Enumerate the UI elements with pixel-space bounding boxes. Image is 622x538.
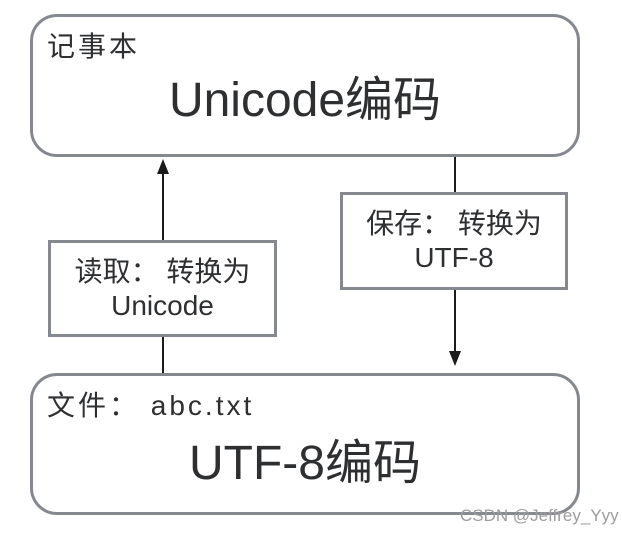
read-edge-label-line1: 读取： 转换为 <box>74 255 251 287</box>
notepad-node-title: Unicode编码 <box>168 74 442 127</box>
read-edge-label-line2: Unicode <box>111 289 214 321</box>
file-node: 文件： abc.txt UTF-8编码 <box>30 373 580 515</box>
csdn-watermark: CSDN @Jeffrey_Yyy <box>460 506 619 525</box>
notepad-node-label: 记事本 <box>47 31 141 62</box>
save-arrowhead-down-icon <box>449 351 461 366</box>
read-arrowhead-up-icon <box>157 159 169 174</box>
file-node-label: 文件： abc.txt <box>47 390 255 421</box>
notepad-node: 记事本 Unicode编码 <box>30 14 580 157</box>
save-edge-label-box: 保存： 转换为 UTF-8 <box>340 192 568 290</box>
file-node-title: UTF-8编码 <box>189 437 421 490</box>
save-edge-label-line2: UTF-8 <box>414 242 494 273</box>
save-edge-label-line1: 保存： 转换为 <box>366 208 542 239</box>
read-edge-label-box: 读取： 转换为 Unicode <box>48 240 277 337</box>
